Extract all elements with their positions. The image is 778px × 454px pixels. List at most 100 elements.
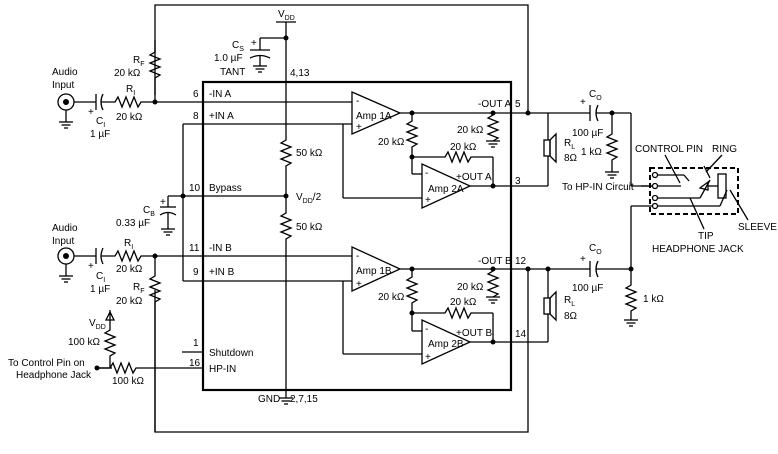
resistor-50k-bottom (279, 196, 293, 398)
rl-b-value: 8Ω (564, 311, 578, 322)
amp-1b-triangle (351, 245, 402, 293)
rf-a-value: 20 kΩ (114, 68, 141, 79)
ground-icon (58, 275, 74, 283)
resistor-20k-a3 (486, 113, 500, 142)
ci-b-plus: + (88, 261, 94, 272)
co-b-label: CO (589, 243, 602, 256)
gnd-label: GND (258, 394, 280, 405)
pin-8: 8 (193, 111, 199, 122)
pin-in-a-neg-label: -IN A (209, 89, 232, 100)
pin-14: 14 (515, 329, 527, 340)
cs-label: CS (232, 40, 244, 53)
input-b-title2: Input (52, 236, 74, 247)
jack-sleeve-icon (717, 173, 727, 199)
out-a-pos-label: +OUT A (456, 172, 492, 183)
ground-icon (252, 65, 268, 73)
control-vdd-label: VDD (89, 318, 106, 331)
resistor-100k-series (109, 361, 203, 375)
rl-a-value: 8Ω (564, 153, 578, 164)
co-b-value: 100 µF (572, 283, 603, 294)
resistor-1k-b (624, 269, 638, 320)
pin-in-b-pos-label: +IN B (209, 267, 235, 278)
r20k-b2-label: 20 kΩ (450, 297, 477, 308)
vdd-half-label: VDD/2 (296, 192, 322, 205)
amp-1a-label: Amp 1A (356, 111, 392, 122)
cs-plus: + (251, 38, 257, 49)
resistor-100k-pullup (103, 310, 117, 368)
resistor-20k-b3 (486, 269, 500, 298)
sleeve-label: SLEEVE (738, 222, 777, 233)
amp-2a-triangle (421, 162, 472, 210)
co-a-value: 100 µF (572, 128, 603, 139)
ground-icon (58, 121, 74, 129)
amp-2a-minus: - (425, 168, 428, 179)
gnd-pin-numbers: 2,7,15 (290, 394, 318, 405)
pin-16: 16 (189, 358, 201, 369)
input-b-title1: Audio (52, 223, 78, 234)
r20k-a3-label: 20 kΩ (457, 125, 484, 136)
ri-a-value: 20 kΩ (116, 112, 143, 123)
ri-b-value: 20 kΩ (116, 264, 143, 275)
control-label-1: To Control Pin on (8, 358, 85, 369)
r1k-b-label: 1 kΩ (643, 294, 664, 305)
ground-icon (604, 171, 620, 179)
resistor-rf-b (148, 256, 162, 432)
pin-shutdown-label: Shutdown (209, 348, 253, 359)
input-a-title1: Audio (52, 67, 78, 78)
pin-12: 12 (515, 256, 527, 267)
amp-2a-plus: + (425, 195, 431, 206)
resistor-20k-b2 (412, 306, 493, 320)
to-hp-in-label: To HP-IN Circuit (562, 182, 634, 193)
ci-a-label: CI (96, 116, 105, 129)
amp-1a-plus: + (356, 122, 362, 133)
ground-icon (485, 140, 501, 148)
ci-b-value: 1 µF (90, 284, 110, 295)
cb-plus: + (160, 197, 166, 208)
r50k-top-label: 50 kΩ (296, 148, 323, 159)
speaker-a-icon (543, 139, 551, 157)
ground-icon (160, 228, 176, 236)
resistor-ri-b (101, 249, 155, 263)
ci-b-label: CI (96, 271, 105, 284)
control-pin-label: CONTROL PIN (635, 144, 703, 155)
r100k-pullup-label: 100 kΩ (68, 337, 100, 348)
rf-a-label: RF (133, 55, 145, 68)
ground-icon (485, 296, 501, 304)
rf-b-value: 20 kΩ (116, 296, 143, 307)
resistor-20k-b1 (405, 269, 419, 313)
cb-curve (159, 211, 177, 216)
input-a-title2: Input (52, 80, 74, 91)
resistor-ri-a (101, 95, 155, 109)
resistor-50k-top (279, 137, 293, 196)
pin-in-a-pos-label: +IN A (209, 111, 234, 122)
amp-1a-minus: - (356, 96, 359, 107)
headphone-jack-label: HEADPHONE JACK (652, 244, 744, 255)
pin-bypass-label: Bypass (209, 183, 242, 194)
arrow-up-icon (104, 310, 116, 321)
rl-a-label: RL (564, 138, 575, 151)
vdd-pin-numbers: 4,13 (290, 68, 310, 79)
ic-package-outline (201, 80, 513, 392)
amp-2b-triangle (421, 318, 472, 366)
amp-2b-plus: + (425, 352, 431, 363)
cs-capacitor-curve (249, 54, 271, 59)
pin-10: 10 (189, 183, 201, 194)
ground-icon (623, 319, 639, 327)
tip-label: TIP (698, 231, 714, 242)
pin-hp-in-label: HP-IN (209, 364, 236, 375)
control-label-2: Headphone Jack (16, 370, 92, 381)
resistor-20k-a1 (405, 113, 419, 157)
pin-in-b-neg-label: -IN B (209, 243, 232, 254)
cs-value: 1.0 µF (214, 53, 243, 64)
r100k-series-label: 100 kΩ (112, 376, 144, 387)
vdd-label: VDD (278, 9, 295, 22)
amp-2a-label: Amp 2A (428, 184, 464, 195)
jack-terminals (651, 171, 659, 210)
r20k-b3-label: 20 kΩ (457, 282, 484, 293)
r50k-bottom-label: 50 kΩ (296, 222, 323, 233)
co-a-label: CO (589, 89, 602, 102)
rl-b-label: RL (564, 295, 575, 308)
pin-1: 1 (193, 338, 199, 349)
out-b-pos-label: +OUT B (456, 328, 493, 339)
